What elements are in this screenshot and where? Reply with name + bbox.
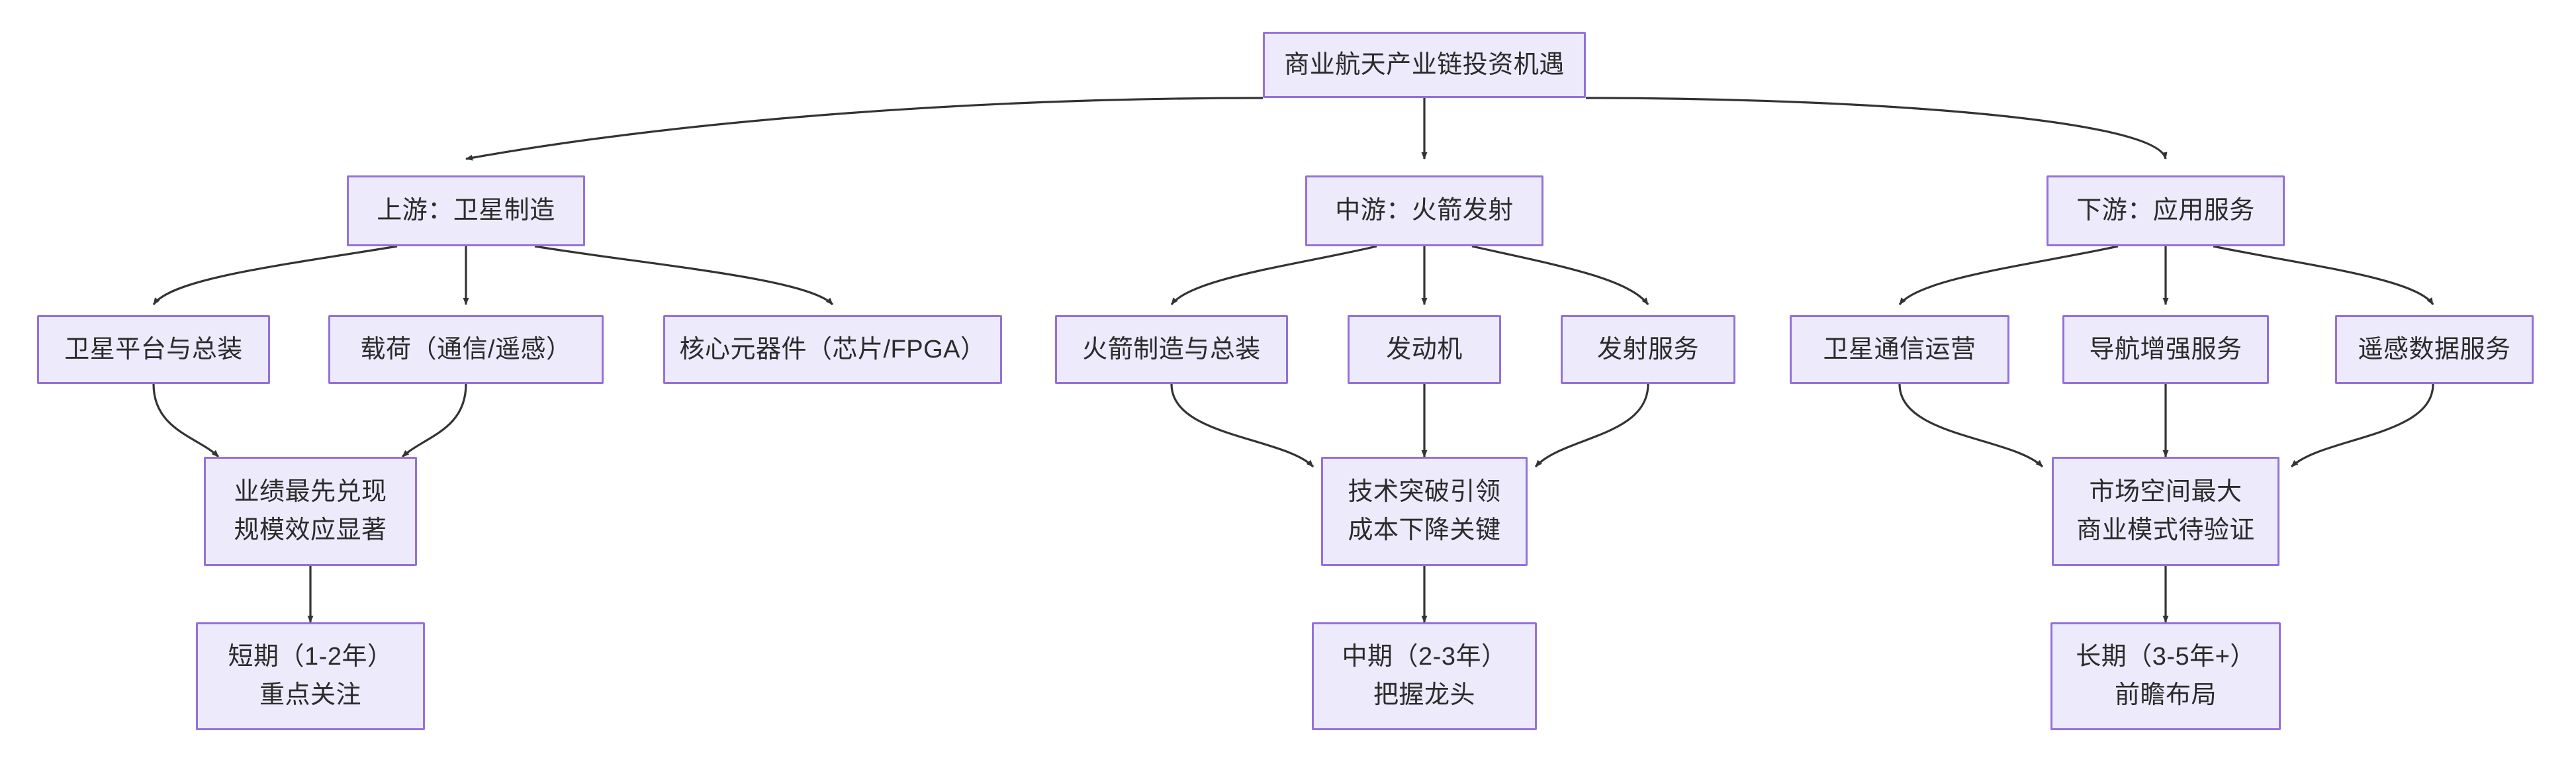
node-root-label: 商业航天产业链投资机遇	[1284, 50, 1565, 79]
node-up-1[interactable]: 卫星平台与总装	[37, 315, 270, 384]
node-down-2[interactable]: 导航增强服务	[2062, 315, 2269, 384]
node-down-horizon-line1: 长期（3-5年+）	[2076, 642, 2256, 671]
node-down-horizon[interactable]: 长期（3-5年+） 前瞻布局	[2050, 622, 2281, 730]
node-up-summary[interactable]: 业绩最先兑现 规模效应显著	[204, 457, 417, 566]
node-upstream-label: 上游：卫星制造	[377, 197, 555, 225]
node-up-2[interactable]: 载荷（通信/遥感）	[328, 315, 604, 384]
node-down-2-label: 导航增强服务	[2089, 335, 2242, 363]
node-downstream[interactable]: 下游：应用服务	[2047, 175, 2285, 246]
node-down-summary-line2: 商业模式待验证	[2076, 516, 2255, 544]
node-root[interactable]: 商业航天产业链投资机遇	[1263, 32, 1586, 98]
node-up-summary-line1: 业绩最先兑现	[234, 477, 387, 506]
node-mid-1-label: 火箭制造与总装	[1082, 335, 1261, 363]
node-mid-summary-line1: 技术突破引领	[1348, 477, 1501, 506]
node-down-3[interactable]: 遥感数据服务	[2335, 315, 2534, 384]
node-up-3[interactable]: 核心元器件（芯片/FPGA）	[663, 315, 1002, 384]
node-down-horizon-line2: 前瞻布局	[2114, 681, 2217, 709]
node-down-summary-line1: 市场空间最大	[2089, 477, 2242, 506]
node-up-horizon[interactable]: 短期（1-2年） 重点关注	[196, 622, 425, 730]
node-mid-summary[interactable]: 技术突破引领 成本下降关键	[1321, 457, 1528, 566]
node-mid-1[interactable]: 火箭制造与总装	[1055, 315, 1288, 384]
node-up-summary-line2: 规模效应显著	[234, 516, 387, 544]
node-mid-horizon-line1: 中期（2-3年）	[1342, 642, 1507, 671]
node-midstream-label: 中游：火箭发射	[1335, 197, 1514, 225]
node-mid-horizon-line2: 把握龙头	[1373, 681, 1475, 709]
node-upstream[interactable]: 上游：卫星制造	[347, 175, 585, 246]
node-mid-2[interactable]: 发动机	[1348, 315, 1501, 384]
node-up-horizon-line2: 重点关注	[259, 681, 361, 709]
node-mid-summary-line2: 成本下降关键	[1348, 516, 1501, 544]
node-down-1[interactable]: 卫星通信运营	[1790, 315, 2009, 384]
node-up-1-label: 卫星平台与总装	[64, 335, 243, 363]
node-down-3-label: 遥感数据服务	[2358, 335, 2511, 363]
node-midstream[interactable]: 中游：火箭发射	[1305, 175, 1543, 246]
node-down-1-label: 卫星通信运营	[1823, 335, 1976, 363]
node-up-horizon-line1: 短期（1-2年）	[228, 642, 393, 671]
node-mid-3[interactable]: 发射服务	[1561, 315, 1735, 384]
node-downstream-label: 下游：应用服务	[2076, 197, 2255, 225]
node-mid-horizon[interactable]: 中期（2-3年） 把握龙头	[1312, 622, 1537, 730]
node-up-2-label: 载荷（通信/遥感）	[360, 335, 572, 363]
node-up-3-label: 核心元器件（芯片/FPGA）	[679, 335, 986, 363]
node-mid-2-label: 发动机	[1386, 335, 1463, 363]
node-mid-3-label: 发射服务	[1596, 335, 1699, 363]
node-down-summary[interactable]: 市场空间最大 商业模式待验证	[2052, 457, 2279, 566]
